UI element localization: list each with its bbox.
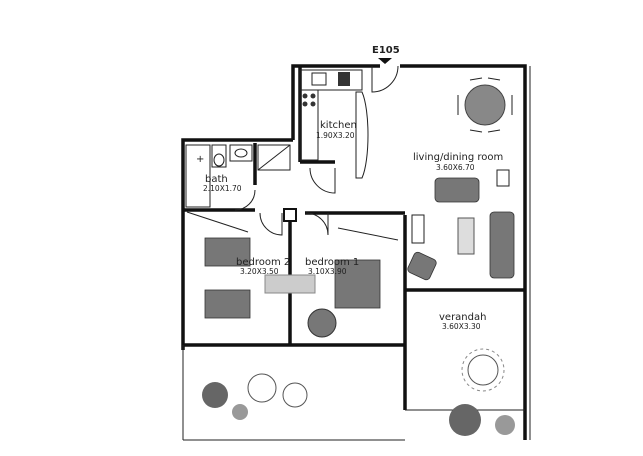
kitchen-fittings: [299, 69, 369, 179]
garden-plants: [202, 373, 515, 436]
svg-text:+: +: [196, 154, 204, 165]
bath-fittings: +: [185, 144, 291, 208]
dining-table: [457, 77, 513, 133]
verandah-dimensions: 3.60X3.30: [442, 322, 481, 331]
living-label: living/dining room: [413, 152, 503, 163]
verandah-label: verandah: [439, 312, 486, 323]
bedroom2-dimensions: 3.20X3.50: [240, 267, 279, 276]
bedroom-furniture: [186, 211, 399, 338]
living-dimensions: 3.60X6.70: [436, 163, 475, 172]
bedroom2-label: bedroom 2: [236, 257, 290, 268]
bedroom1-label: bedroom 1: [305, 257, 359, 268]
living-furniture: [407, 169, 515, 281]
bedroom1-dimensions: 3.10X3.90: [308, 267, 347, 276]
kitchen-dimensions: 1.90X3.20: [316, 131, 355, 140]
entrance-marker: E105: [372, 45, 400, 64]
verandah-table: [461, 348, 505, 392]
kitchen-label: kitchen: [320, 120, 357, 131]
doors: [234, 65, 399, 236]
bath-dimensions: 2.10X1.70: [203, 184, 242, 193]
unit-label: E105: [372, 45, 400, 56]
bath-label: bath: [205, 174, 228, 185]
